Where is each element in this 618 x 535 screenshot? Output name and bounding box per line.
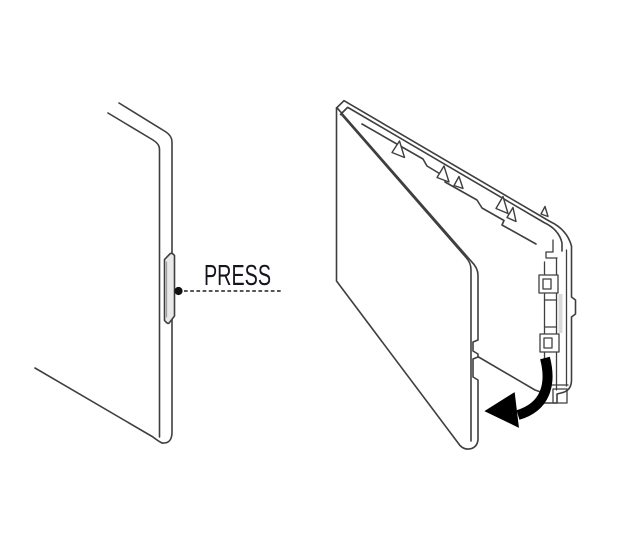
frame-flange-line <box>361 123 537 245</box>
latch-hook-slot <box>543 337 553 349</box>
arrow-head <box>484 392 519 428</box>
latch-hook-block <box>538 274 559 294</box>
panel-inner-edge <box>107 112 161 438</box>
frame-latch-detail <box>538 239 569 404</box>
press-button <box>163 252 176 325</box>
figure-cover-opening <box>335 99 577 450</box>
open-direction-arrow <box>484 356 553 428</box>
frame-outer-edge <box>343 99 577 404</box>
frame-clip-tabs <box>391 140 549 223</box>
clip-tab-icon <box>540 205 549 218</box>
press-point-dot <box>174 286 183 296</box>
latch-hook-slot <box>542 278 552 290</box>
latch-channel-shade <box>558 294 563 333</box>
clip-tab-icon <box>495 195 509 215</box>
cover-tip-inner-bevel <box>339 106 349 116</box>
clip-tab-icon <box>453 175 464 190</box>
latch-top-steps <box>545 239 558 259</box>
cover-inner-edge <box>340 113 472 442</box>
cover-outer-edge <box>335 107 479 450</box>
panel-bottom-edge <box>34 367 163 444</box>
frame-mid-line <box>347 106 563 252</box>
cover-tip-bevel <box>335 99 345 109</box>
panel-outer-edge <box>118 102 173 444</box>
latch-hook-block <box>539 333 560 353</box>
clip-tab-icon <box>391 140 406 159</box>
clip-tab-icon <box>436 165 450 183</box>
arrow-shaft <box>516 356 553 420</box>
cover-fill <box>336 108 479 450</box>
clip-tab-icon <box>506 206 517 223</box>
latch-foot <box>549 384 569 404</box>
press-label: PRESS <box>204 260 271 292</box>
figure-panel-side-view: PRESS <box>34 102 283 444</box>
